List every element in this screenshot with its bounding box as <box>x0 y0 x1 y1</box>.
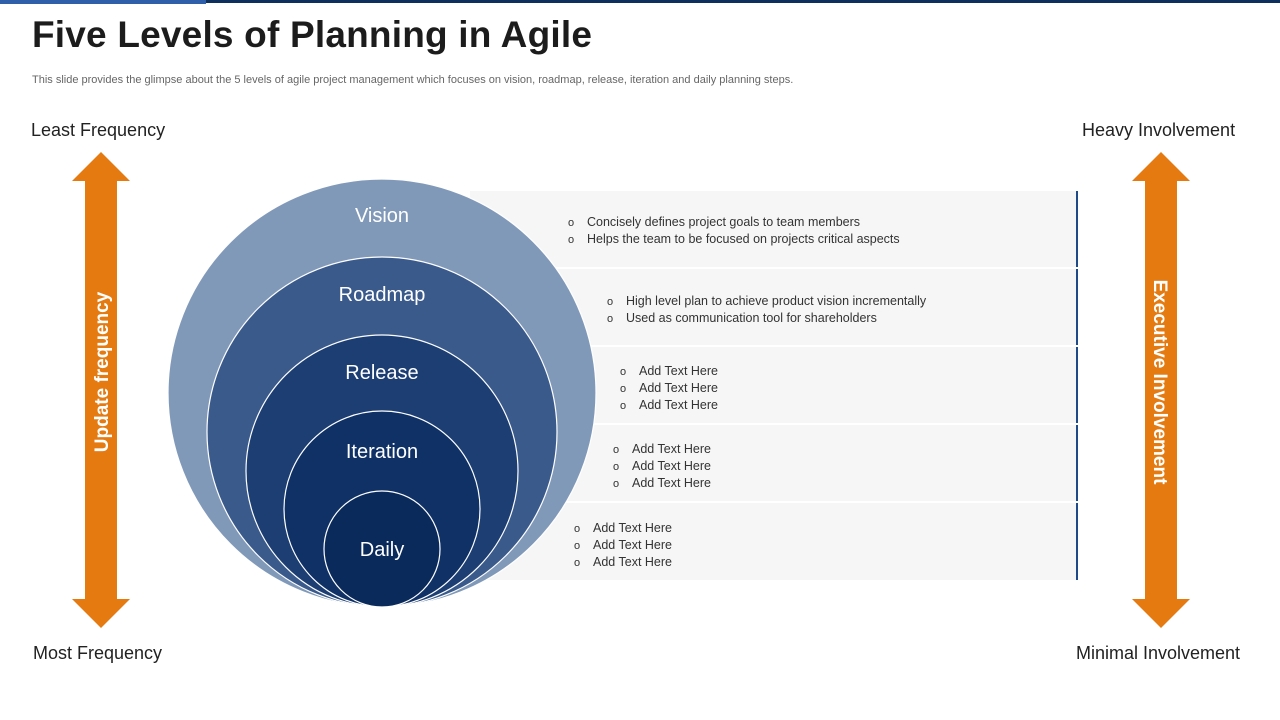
roadmap-bullets: High level plan to achieve product visio… <box>607 293 926 327</box>
list-item: Add Text Here <box>574 554 672 571</box>
nested-circles <box>167 178 597 608</box>
list-item: Concisely defines project goals to team … <box>568 214 900 231</box>
top-accent-bar <box>0 0 1280 4</box>
daily-bullets: Add Text Here Add Text Here Add Text Her… <box>574 520 672 571</box>
update-frequency-label: Update frequency <box>92 291 113 452</box>
least-frequency-label: Least Frequency <box>31 120 166 140</box>
level-label-iteration: Iteration <box>346 441 418 463</box>
list-item: Add Text Here <box>620 363 718 380</box>
iteration-bullets: Add Text Here Add Text Here Add Text Her… <box>613 441 711 492</box>
right-double-arrow-shape <box>1132 152 1190 628</box>
list-item: Add Text Here <box>574 520 672 537</box>
executive-involvement-arrow: Executive Involvement <box>1132 152 1190 628</box>
page-subtitle: This slide provides the glimpse about th… <box>32 74 794 86</box>
level-label-roadmap: Roadmap <box>339 284 426 306</box>
level-label-vision: Vision <box>355 205 409 227</box>
vision-bullets: Concisely defines project goals to team … <box>568 214 900 248</box>
minimal-involvement-label: Minimal Involvement <box>1076 643 1241 663</box>
list-item: Add Text Here <box>620 380 718 397</box>
most-frequency-label: Most Frequency <box>33 643 163 663</box>
list-item: Add Text Here <box>613 458 711 475</box>
heavy-involvement-label: Heavy Involvement <box>1082 120 1236 140</box>
panel-daily <box>470 503 1077 580</box>
executive-involvement-label: Executive Involvement <box>1149 280 1170 486</box>
circle-daily <box>323 490 441 608</box>
list-item: Used as communication tool for sharehold… <box>607 310 926 327</box>
level-label-release: Release <box>345 362 418 384</box>
left-double-arrow-shape <box>72 152 130 628</box>
list-item: Add Text Here <box>574 537 672 554</box>
circle-labels: Vision Roadmap Release Iteration Daily <box>339 205 426 561</box>
list-item: Add Text Here <box>613 441 711 458</box>
page-title: Five Levels of Planning in Agile <box>32 14 593 55</box>
update-frequency-arrow: Update frequency <box>72 152 130 628</box>
list-item: Add Text Here <box>613 475 711 492</box>
list-item: High level plan to achieve product visio… <box>607 293 926 310</box>
release-bullets: Add Text Here Add Text Here Add Text Her… <box>620 363 718 414</box>
list-item: Add Text Here <box>620 397 718 414</box>
list-item: Helps the team to be focused on projects… <box>568 231 900 248</box>
level-label-daily: Daily <box>360 539 404 561</box>
